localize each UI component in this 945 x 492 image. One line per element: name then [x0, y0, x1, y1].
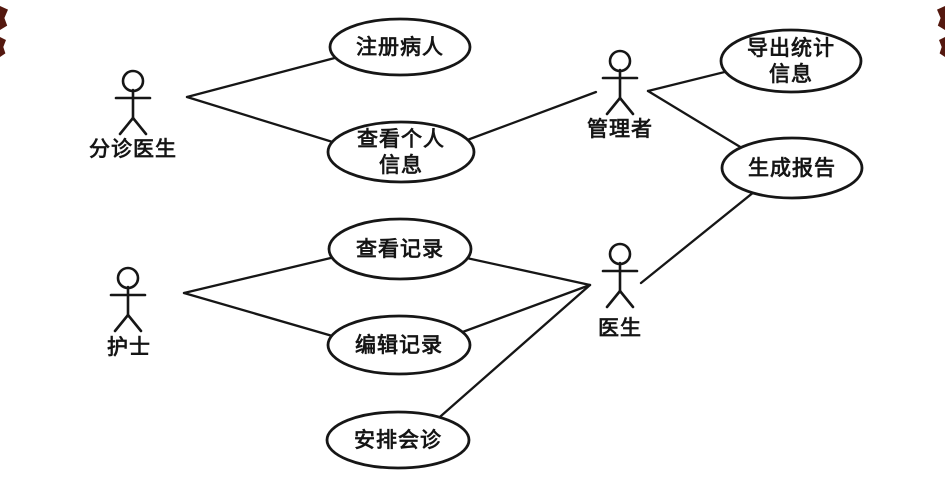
use-case-label-register-patient: 注册病人 [356, 35, 444, 59]
use-case-ellipse-generate-report [720, 136, 864, 200]
use-case-label-view-personal-info: 查看个人 [357, 127, 445, 151]
use-case-ellipse-arrange-consultation [325, 410, 471, 470]
use-case-ellipse-view-personal-info [326, 120, 476, 184]
use-case-edit-records: 编辑记录 [326, 314, 472, 376]
actor-leg-right [618, 96, 635, 116]
use-case-generate-report: 生成报告 [720, 136, 864, 200]
use-case-ellipse-edit-records [326, 314, 472, 376]
actor-leg-left [605, 96, 622, 116]
scan-edge-mark [0, 6, 8, 30]
use-case-arrange-consultation: 安排会诊 [325, 410, 471, 470]
actor-label-triage-doctor: 分诊医生 [89, 137, 177, 161]
actor-label-manager: 管理者 [587, 117, 653, 141]
scan-edge-mark [0, 37, 6, 57]
use-case-label-export-statistics: 信息 [769, 62, 813, 86]
actor-head [608, 49, 632, 73]
actor-doctor: 医生 [598, 242, 642, 340]
actor-leg-right [126, 313, 143, 333]
use-case-ellipse-view-records [327, 217, 473, 281]
use-case-label-edit-records: 编辑记录 [355, 333, 443, 357]
actor-head [116, 266, 140, 290]
actor-leg-left [605, 289, 622, 309]
actor-label-nurse: 护士 [107, 335, 151, 359]
scan-edge-mark [937, 6, 945, 30]
use-case-view-records: 查看记录 [327, 217, 473, 281]
use-case-label-arrange-consultation: 安排会诊 [354, 428, 442, 452]
actor-leg-right [618, 289, 635, 309]
use-case-ellipse-register-patient [328, 17, 472, 77]
use-case-register-patient: 注册病人 [328, 17, 472, 77]
actor-label-doctor: 医生 [598, 316, 642, 340]
actor-manager: 管理者 [587, 49, 653, 141]
actor-head [121, 69, 145, 93]
use-case-label-view-records: 查看记录 [356, 237, 444, 261]
use-case-label-generate-report: 生成报告 [748, 156, 836, 180]
use-case-label-export-statistics: 导出统计 [747, 36, 835, 60]
association-doctor--arrange-consultation [423, 283, 592, 432]
actor-head [608, 242, 632, 266]
actor-leg-right [131, 116, 148, 136]
actor-leg-left [118, 116, 135, 136]
use-case-ellipse-export-statistics [719, 28, 863, 94]
actor-leg-left [113, 313, 130, 333]
use-case-label-view-personal-info: 信息 [379, 153, 423, 177]
actor-nurse: 护士 [107, 266, 151, 359]
actor-triage-doctor: 分诊医生 [89, 69, 177, 161]
scan-edge-mark [939, 37, 945, 57]
